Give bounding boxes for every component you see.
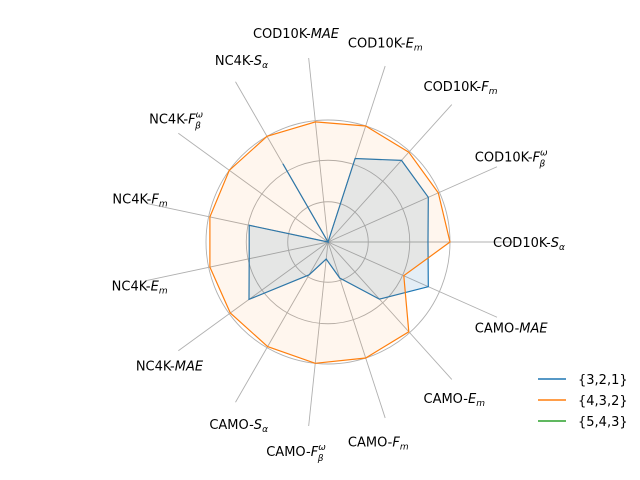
axis-label-5: NC4K-Sα	[215, 54, 268, 71]
spoke-1	[327, 166, 498, 243]
axis-label-7: NC4K-Fm	[112, 192, 167, 209]
spoke-10	[235, 241, 329, 403]
axis-label-2: COD10K-Fm	[424, 80, 498, 97]
axis-label-14: CAMO-MAE	[475, 321, 549, 336]
axis-label-13: CAMO-Em	[424, 392, 486, 409]
legend-label-2: {5,4,3}	[578, 415, 628, 430]
series-0-polygon	[248, 157, 429, 301]
axis-label-9: NC4K-MAE	[136, 359, 204, 374]
axis-label-10: CAMO-Sα	[209, 418, 268, 435]
spoke-4	[308, 57, 329, 243]
legend-label-0: {3,2,1}	[578, 373, 628, 388]
series-layer	[209, 121, 451, 364]
axis-label-12: CAMO-Fm	[348, 436, 409, 453]
spoke-6	[178, 132, 329, 243]
axis-label-0: COD10K-Sα	[493, 236, 565, 253]
series-1-polygon	[209, 121, 451, 364]
spoke-2	[327, 104, 453, 243]
spoke-9	[178, 241, 329, 352]
axis-label-8: NC4K-Em	[112, 280, 168, 297]
spoke-12	[327, 241, 386, 419]
spoke-11	[308, 241, 329, 427]
spoke-14	[327, 241, 498, 318]
legend: {3,2,1} {4,3,2} {5,4,3}	[538, 373, 628, 430]
axis-label-4: COD10K-MAE	[253, 27, 340, 42]
spoke-8	[146, 241, 329, 281]
axis-label-3: COD10K-Em	[348, 36, 423, 53]
legend-label-1: {4,3,2}	[578, 394, 628, 409]
spoke-13	[327, 241, 453, 380]
